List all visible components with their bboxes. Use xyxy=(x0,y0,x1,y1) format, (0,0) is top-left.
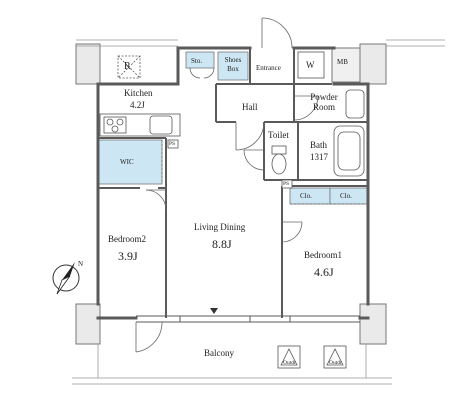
toilet-label: Toilet xyxy=(268,130,289,140)
living-dining-size: 8.8J xyxy=(212,237,232,251)
living-dining-name: Living Dining xyxy=(194,222,246,232)
closet-doors xyxy=(161,140,368,205)
sink-icon xyxy=(149,115,173,135)
clo1-label: Clo. xyxy=(300,192,312,200)
outdoor-unit-label-2: Outdr xyxy=(329,360,342,366)
storage-fills xyxy=(97,51,369,205)
fixtures xyxy=(99,51,365,189)
interior-walls xyxy=(98,48,368,318)
clo2-label: Clo. xyxy=(340,192,352,200)
balcony-door-swing xyxy=(135,321,163,353)
kitchen-size: 4.2J xyxy=(130,100,145,110)
structural-columns xyxy=(75,43,387,345)
entrance-label: Entrance xyxy=(256,64,281,72)
wic-label: WIC xyxy=(120,158,134,166)
ps-label-1: PS xyxy=(169,141,176,147)
bedroom2-size: 3.9J xyxy=(118,249,138,263)
site-lines xyxy=(72,39,445,385)
shoes-box-label-1: Shoes xyxy=(224,56,242,64)
bath-size-label: 1317 xyxy=(310,152,328,162)
shoes-box-area xyxy=(217,51,249,81)
sto-label: Sto. xyxy=(191,57,203,65)
powder-sink-icon xyxy=(345,89,365,119)
powder-room-label-2: Room xyxy=(312,102,335,112)
wic-area xyxy=(97,139,163,185)
door-swings xyxy=(145,17,319,243)
refrigerator-label: R xyxy=(124,61,131,72)
mb-label: MB xyxy=(337,58,348,66)
washer-icon xyxy=(297,51,325,79)
sto-area xyxy=(185,51,215,69)
outdoor-unit-label-1: Outdr xyxy=(283,360,296,366)
entry-arrow-icon xyxy=(210,308,218,314)
kitchen-name: Kitchen xyxy=(124,88,153,98)
shoes-box-label-2: Box xyxy=(227,65,239,73)
balcony-window xyxy=(136,315,360,323)
bedroom1-size: 4.6J xyxy=(314,265,334,279)
toilet-bowl-icon xyxy=(271,153,287,175)
powder-room-label-1: Powder xyxy=(310,92,338,102)
bedroom2-name: Bedroom2 xyxy=(108,234,146,244)
walls xyxy=(96,46,370,320)
bath-label: Bath xyxy=(310,140,327,150)
washer-label: W xyxy=(306,60,315,70)
balcony-label: Balcony xyxy=(204,348,234,358)
outdoor-units xyxy=(277,345,347,369)
bedroom1-name: Bedroom1 xyxy=(304,250,342,260)
ps-label-2: PS xyxy=(283,181,290,187)
svg-text:N: N xyxy=(78,260,83,268)
north-arrow-icon: N xyxy=(52,260,83,295)
hall-label: Hall xyxy=(242,102,258,112)
